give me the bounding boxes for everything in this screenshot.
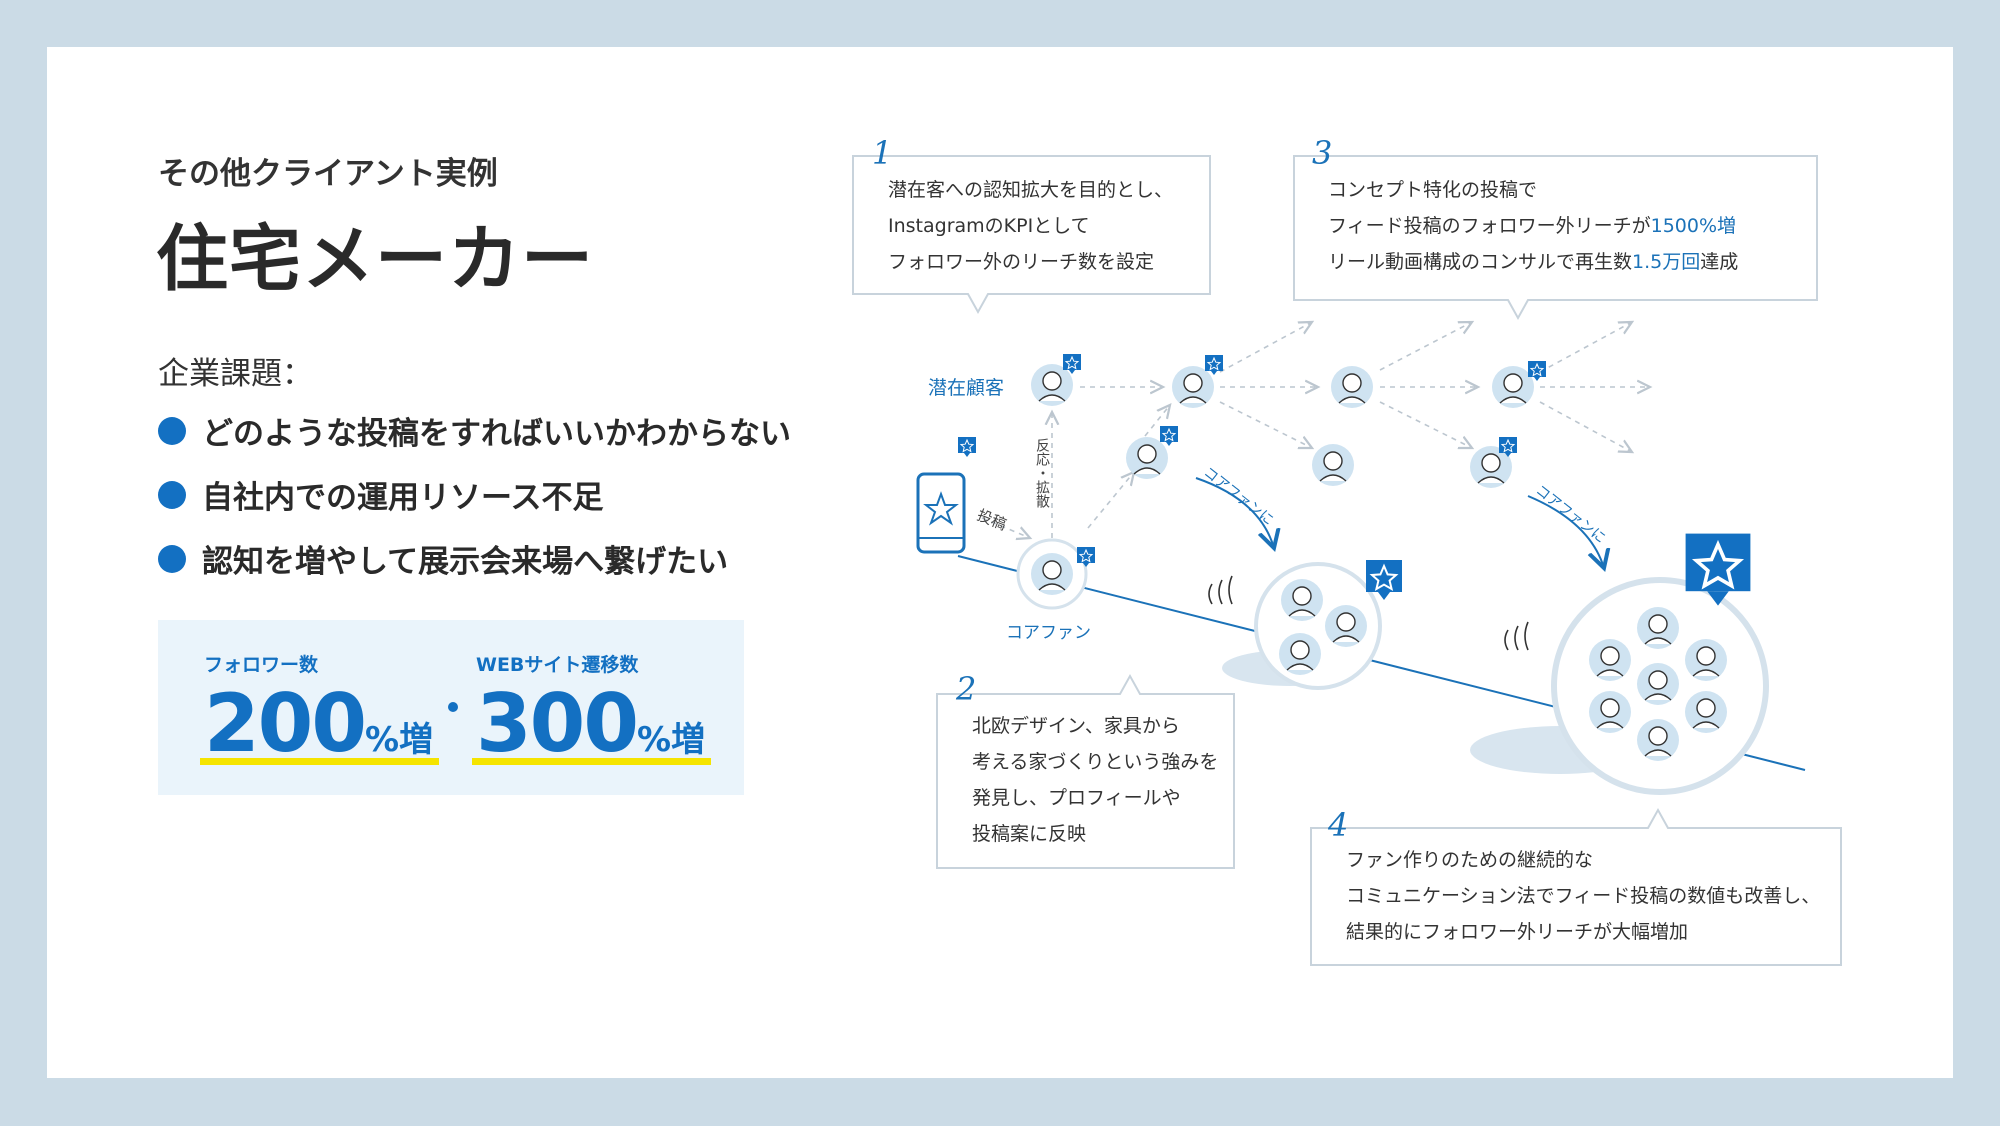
star-badge-icon <box>1159 425 1179 447</box>
potential-customer-label: 潜在顧客 <box>928 377 1005 399</box>
result-number: 300 <box>476 677 639 770</box>
step-number: 1 <box>872 134 893 172</box>
result-followers: フォロワー数 200%増 <box>200 650 440 770</box>
note-line: 結果的にフォロワー外リーチが大幅増加 <box>1346 921 1689 943</box>
issues-label: 企業課題： <box>158 356 313 392</box>
sound-waves-icon <box>1208 575 1233 605</box>
person-avatar <box>1280 578 1324 622</box>
note-line: コミュニケーション法でフィード投稿の数値も改善し、 <box>1346 885 1821 907</box>
person-avatar <box>1324 604 1368 648</box>
result-label: WEBサイト遷移数 <box>476 654 639 676</box>
issue-item: 認知を増やして展示会来場へ繋げたい <box>158 536 728 581</box>
result-unit: %増 <box>365 720 434 760</box>
separator-dot <box>448 702 458 712</box>
person-avatar <box>1311 443 1355 487</box>
note-4: ファン作りのための継続的な コミュニケーション法でフィード投稿の数値も改善し、 … <box>1346 842 1820 950</box>
note-highlight: 1.5万回 <box>1632 251 1701 273</box>
step-number: 4 <box>1328 806 1349 844</box>
result-unit: %増 <box>637 720 706 760</box>
note-1: 潜在客への認知拡大を目的とし、 InstagramのKPIとして フォロワー外の… <box>888 172 1173 280</box>
note-text: 達成 <box>1700 251 1739 273</box>
step-number: 2 <box>956 670 977 708</box>
result-web: WEBサイト遷移数 300%増 <box>472 650 712 770</box>
highlight-underline <box>472 758 712 765</box>
note-line: フィード投稿のフォロワー外リーチが1500%増 <box>1328 208 1738 244</box>
flow-arrows <box>981 322 1650 538</box>
bullet-icon <box>158 544 186 573</box>
result-value: 300%増 <box>472 677 712 770</box>
core-fan-arrow <box>1527 495 1604 568</box>
person-avatar <box>1278 632 1322 676</box>
result-number: 200 <box>204 677 367 770</box>
person-avatar <box>1588 638 1632 682</box>
star-badge-icon <box>957 436 977 458</box>
note-line: ファン作りのための継続的な <box>1346 849 1594 871</box>
core-fan-arrow <box>1195 477 1274 548</box>
note-line: コンセプト特化の投稿で <box>1328 179 1538 201</box>
note-line: InstagramのKPIとして <box>888 215 1090 237</box>
result-value: 200%増 <box>200 677 440 770</box>
step-number: 3 <box>1312 134 1333 172</box>
note-line: 考える家づくりという強みを <box>972 751 1219 773</box>
note-text: リール動画構成のコンサルで再生数 <box>1328 251 1633 273</box>
note-line: 発見し、プロフィールや <box>972 787 1181 809</box>
reaction-label: 反応・拡散 <box>1034 438 1050 508</box>
core-fan-label: コアファン <box>1006 623 1091 643</box>
sound-waves-icon <box>1504 621 1529 651</box>
page-title: 住宅メーカー <box>156 217 595 301</box>
section-subtitle: その他クライアント実例 <box>158 156 498 192</box>
result-label: フォロワー数 <box>204 654 319 676</box>
person-avatar <box>1636 662 1680 706</box>
issue-item: 自社内での運用リソース不足 <box>158 472 603 517</box>
issue-text: 自社内での運用リソース不足 <box>202 480 604 516</box>
issue-item: どのような投稿をすればいいかわからない <box>158 408 791 453</box>
person-avatar <box>1030 363 1074 407</box>
issue-text: どのような投稿をすればいいかわからない <box>202 416 791 452</box>
smartphone-icon <box>916 472 966 554</box>
note-3: コンセプト特化の投稿で フィード投稿のフォロワー外リーチが1500%増 リール動… <box>1328 172 1738 280</box>
bullet-icon <box>158 480 186 509</box>
results-box: フォロワー数 200%増 WEBサイト遷移数 300%増 <box>158 620 744 795</box>
person-avatar <box>1171 365 1215 409</box>
bullet-icon <box>158 416 186 445</box>
person-avatar <box>1030 552 1074 596</box>
note-line: 北欧デザイン、家具から <box>972 715 1180 737</box>
person-avatar <box>1636 718 1680 762</box>
issue-text: 認知を増やして展示会来場へ繋げたい <box>202 544 729 580</box>
person-avatar <box>1636 606 1680 650</box>
person-avatar <box>1330 365 1374 409</box>
person-avatar <box>1588 690 1632 734</box>
note-line: 潜在客への認知拡大を目的とし、 <box>888 179 1174 201</box>
note-2: 北欧デザイン、家具から 考える家づくりという強みを 発見し、プロフィールや 投稿… <box>972 708 1218 852</box>
person-avatar <box>1125 436 1169 480</box>
note-boxes <box>852 155 1842 966</box>
note-line: リール動画構成のコンサルで再生数1.5万回達成 <box>1328 244 1738 280</box>
note-highlight: 1500%増 <box>1650 215 1737 237</box>
note-text: フィード投稿のフォロワー外リーチが <box>1328 215 1651 237</box>
note-line: 投稿案に反映 <box>972 823 1087 845</box>
person-avatar <box>1684 690 1728 734</box>
note-line: フォロワー外のリーチ数を設定 <box>888 251 1155 273</box>
person-avatar <box>1491 365 1535 409</box>
highlight-underline <box>200 758 440 765</box>
person-avatar <box>1684 638 1728 682</box>
